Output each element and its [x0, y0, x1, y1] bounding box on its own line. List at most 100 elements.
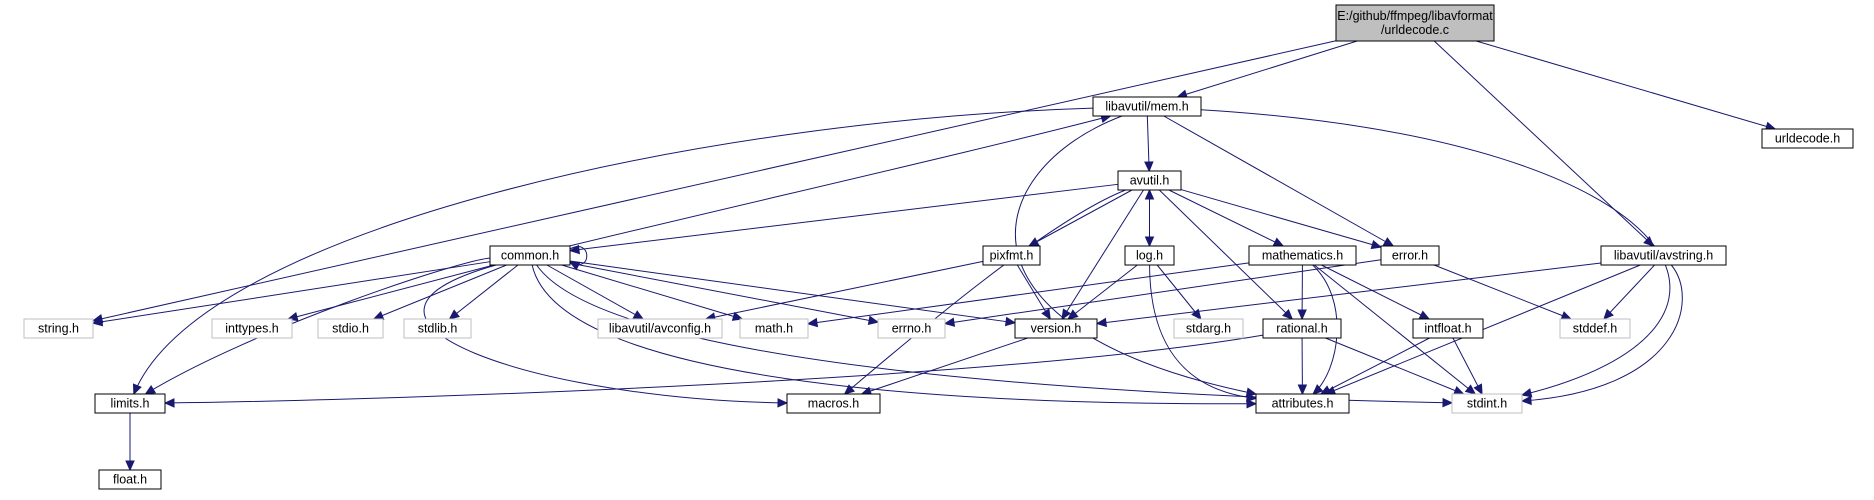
arrowhead — [1452, 386, 1465, 395]
arrowhead — [568, 244, 581, 255]
node-box — [1173, 318, 1244, 339]
edge-mem-to-avutil — [1144, 115, 1154, 173]
arrowhead — [448, 309, 460, 320]
node-error[interactable]: error.h — [1380, 245, 1440, 266]
arrowhead — [1520, 388, 1533, 398]
node-mathematics[interactable]: mathematics.h — [1248, 245, 1357, 266]
node-box — [982, 245, 1041, 266]
node-avstring[interactable]: libavutil/avstring.h — [1600, 245, 1727, 266]
arrowhead — [867, 315, 880, 325]
nodes-layer: E:/github/ffmpeg/libavformat/urldecode.c… — [23, 4, 1854, 490]
edge-avutil-to-mathematics — [1168, 189, 1285, 247]
arrowhead — [632, 310, 645, 320]
arrowhead — [1473, 383, 1483, 396]
edge-pixfmt-to-version — [1016, 264, 1051, 321]
edge-avutil-to-error — [1180, 189, 1383, 250]
arrowhead — [1095, 317, 1108, 328]
node-version[interactable]: version.h — [1014, 318, 1098, 339]
arrowhead — [1246, 392, 1258, 403]
node-label: libavutil/avconfig.h — [609, 322, 711, 336]
node-label: math.h — [755, 322, 793, 336]
node-box — [1117, 170, 1182, 191]
node-box — [1092, 96, 1202, 117]
node-stdlib: stdlib.h — [403, 318, 472, 339]
node-label: E:/github/ffmpeg/libavformat — [1337, 9, 1493, 23]
node-box — [317, 318, 384, 339]
edge-avstring-to-stdint — [1520, 264, 1683, 406]
arrowhead — [843, 384, 856, 395]
node-label: log.h — [1136, 249, 1163, 263]
edge-log-to-attributes — [1149, 264, 1258, 403]
node-box — [1255, 393, 1350, 414]
edge-root-to-urldecode_h — [1476, 40, 1777, 131]
node-label: stddef.h — [1573, 322, 1618, 336]
node-box — [1761, 128, 1854, 149]
node-box — [1248, 245, 1357, 266]
node-box — [98, 469, 162, 490]
arrowhead — [144, 384, 157, 395]
node-log[interactable]: log.h — [1124, 245, 1175, 266]
node-label: version.h — [1031, 322, 1082, 336]
arrowhead — [1370, 239, 1383, 250]
edge-common-to-errno_h — [569, 262, 880, 325]
edge-root-to-mem — [1176, 40, 1358, 99]
node-mem[interactable]: libavutil/mem.h — [1092, 96, 1202, 117]
node-common[interactable]: common.h — [489, 245, 571, 266]
arrowhead — [163, 398, 175, 408]
node-box — [403, 318, 472, 339]
node-float_h[interactable]: float.h — [98, 469, 162, 490]
arrowhead — [1061, 308, 1072, 321]
node-label: intfloat.h — [1424, 322, 1471, 336]
arrowhead — [1297, 309, 1307, 321]
node-label: stdio.h — [332, 322, 369, 336]
arrowhead — [372, 311, 385, 320]
node-stdint: stdint.h — [1451, 393, 1523, 414]
node-box — [1262, 318, 1342, 339]
arrowhead — [1144, 161, 1154, 173]
arrowhead — [731, 311, 744, 321]
node-stdarg: stdarg.h — [1173, 318, 1244, 339]
node-pixfmt[interactable]: pixfmt.h — [982, 245, 1041, 266]
node-avconfig: libavutil/avconfig.h — [597, 318, 723, 339]
node-label: error.h — [1392, 249, 1428, 263]
arrowhead — [1004, 316, 1017, 327]
edge-mathematics-to-stdint — [1314, 264, 1477, 395]
node-label: errno.h — [892, 322, 932, 336]
node-rational[interactable]: rational.h — [1262, 318, 1342, 339]
node-label: attributes.h — [1272, 397, 1334, 411]
edge-avstring-to-version — [1095, 262, 1602, 328]
node-inttypes: inttypes.h — [211, 318, 293, 339]
node-label: libavutil/mem.h — [1105, 100, 1188, 114]
edge-version-to-macros — [860, 337, 1028, 396]
node-box — [1412, 318, 1484, 339]
node-math_h: math.h — [739, 318, 809, 339]
edge-limits-to-float_h — [125, 413, 135, 472]
edge-common-to-limits — [144, 257, 491, 395]
node-label: common.h — [501, 249, 559, 263]
edge-avutil-to-macros — [843, 189, 1126, 395]
node-intfloat[interactable]: intfloat.h — [1412, 318, 1484, 339]
node-root[interactable]: E:/github/ffmpeg/libavformat/urldecode.c — [1335, 4, 1495, 42]
edge-avutil-to-version — [1061, 189, 1144, 321]
node-label: float.h — [113, 473, 147, 487]
node-label: /urldecode.c — [1381, 23, 1449, 37]
node-label: libavutil/avstring.h — [1614, 249, 1713, 263]
node-macros[interactable]: macros.h — [786, 393, 881, 414]
edge-common-to-stdlib — [448, 264, 519, 320]
node-box — [1559, 318, 1631, 339]
node-urldecode_h[interactable]: urldecode.h — [1761, 128, 1854, 149]
arrowhead — [1144, 188, 1155, 200]
arrowhead — [1520, 395, 1532, 406]
node-label: macros.h — [808, 397, 859, 411]
node-avutil[interactable]: avutil.h — [1117, 170, 1182, 191]
edge-log-to-avutil — [1144, 188, 1155, 246]
edge-avstring-to-stddef — [1603, 264, 1655, 320]
node-string_h: string.h — [23, 318, 94, 339]
node-limits[interactable]: limits.h — [94, 393, 166, 414]
edge-common-to-string_h — [91, 261, 491, 327]
node-box — [1600, 245, 1727, 266]
arrowhead — [1382, 237, 1395, 247]
node-attributes[interactable]: attributes.h — [1255, 393, 1350, 414]
edge-mem-to-limits — [132, 107, 1094, 396]
edge-common-to-stdio — [372, 264, 507, 320]
